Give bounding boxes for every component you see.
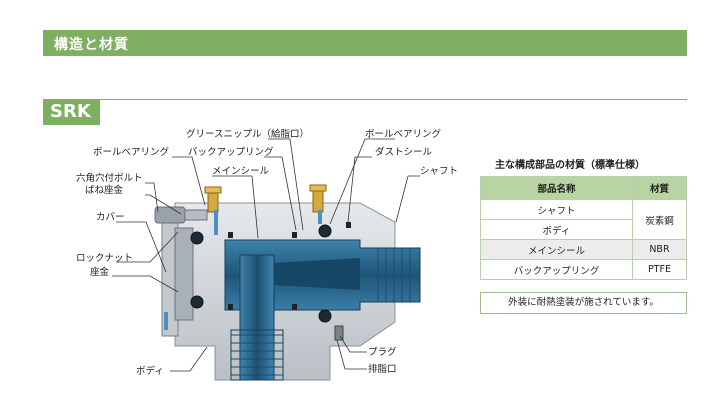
label-hex-bolt: 六角穴付ボルト — [76, 172, 143, 184]
seals — [228, 222, 351, 310]
model-tab: SRK — [43, 99, 100, 125]
model-name: SRK — [50, 101, 91, 122]
label-grease-nipple: グリースニップル（給脂口） — [186, 128, 309, 140]
materials-table: 部品名称 材質 シャフト 炭素鋼 ボディ メインシール NBR バックアップリン… — [480, 176, 688, 280]
label-ball-bearing-top-right: ボールベアリング — [365, 128, 442, 140]
section-title: 構造と材質 — [54, 37, 129, 53]
bolt-head — [154, 206, 186, 224]
srk-divider — [43, 99, 687, 100]
vertical-thread — [231, 334, 283, 376]
cell-part: バックアップリング — [480, 259, 633, 280]
label-plug: プラグ — [368, 346, 397, 358]
coating-note: 外装に耐熱塗装が施されています。 — [480, 292, 687, 314]
cell-part: ボディ — [480, 219, 633, 240]
ball-bearing-right — [318, 224, 332, 323]
label-dust-seal: ダストシール — [375, 146, 433, 158]
label-body: ボディ — [136, 365, 164, 377]
label-drain: 排脂口 — [368, 363, 397, 375]
shaft-vertical — [239, 254, 275, 381]
cell-part: シャフト — [480, 199, 633, 220]
label-lock-nut: ロックナット — [76, 253, 133, 264]
label-backup-ring: バックアップリング — [188, 146, 274, 158]
ball-bearing-left — [190, 231, 204, 309]
cell-material: PTFE — [631, 259, 688, 280]
cell-material: NBR — [631, 239, 688, 260]
header-part-name: 部品名称 — [480, 176, 633, 200]
label-cover: カバー — [96, 212, 125, 223]
drain-plug — [334, 325, 344, 341]
label-washer: 座金 — [90, 266, 110, 278]
cell-part: メインシール — [480, 239, 633, 260]
label-spring-washer: ばね座金 — [85, 184, 124, 196]
lock-nut — [174, 227, 194, 321]
section-header: 構造と材質 — [43, 30, 687, 56]
grease-nipple-left — [204, 186, 222, 213]
cell-material: 炭素鋼 — [631, 199, 688, 240]
label-ball-bearing-left: ボールベアリング — [93, 146, 170, 158]
label-shaft: シャフト — [420, 166, 458, 177]
label-main-seal: メインシール — [212, 166, 270, 177]
materials-title: 主な構成部品の材質（標準仕様） — [495, 160, 645, 171]
header-material: 材質 — [631, 176, 688, 200]
shaft-thread — [377, 248, 411, 302]
